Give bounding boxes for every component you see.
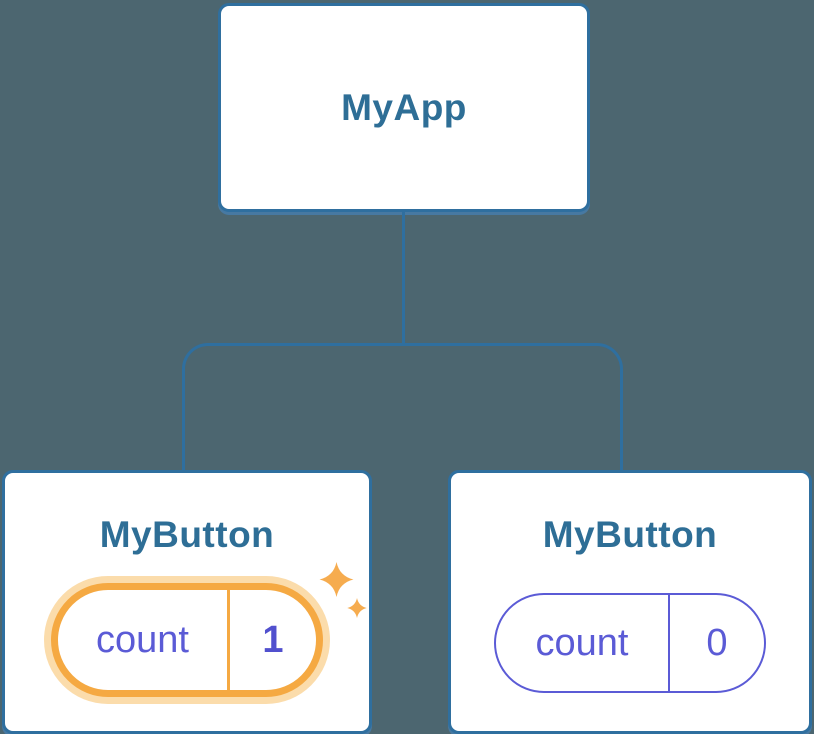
state-value: 1	[227, 590, 316, 690]
sparkle-icon	[347, 598, 367, 618]
state-pill-highlighted: count 1	[51, 583, 323, 697]
tree-branch-connector	[182, 343, 623, 470]
mybutton-node-plain: MyButton count 0	[448, 470, 812, 734]
sparkle-icon	[319, 562, 354, 597]
myapp-node-label: MyApp	[341, 86, 467, 128]
mybutton-node-updated: MyButton count 1	[2, 470, 372, 734]
mybutton-node-label: MyButton	[542, 514, 718, 555]
state-name-label: count	[96, 618, 189, 661]
mybutton-node-label: MyButton	[99, 514, 275, 555]
state-pill: count 0	[494, 593, 766, 693]
myapp-node: MyApp	[218, 3, 590, 212]
state-value: 0	[668, 595, 764, 691]
state-name-label: count	[535, 621, 629, 664]
tree-stem-connector	[402, 212, 405, 344]
